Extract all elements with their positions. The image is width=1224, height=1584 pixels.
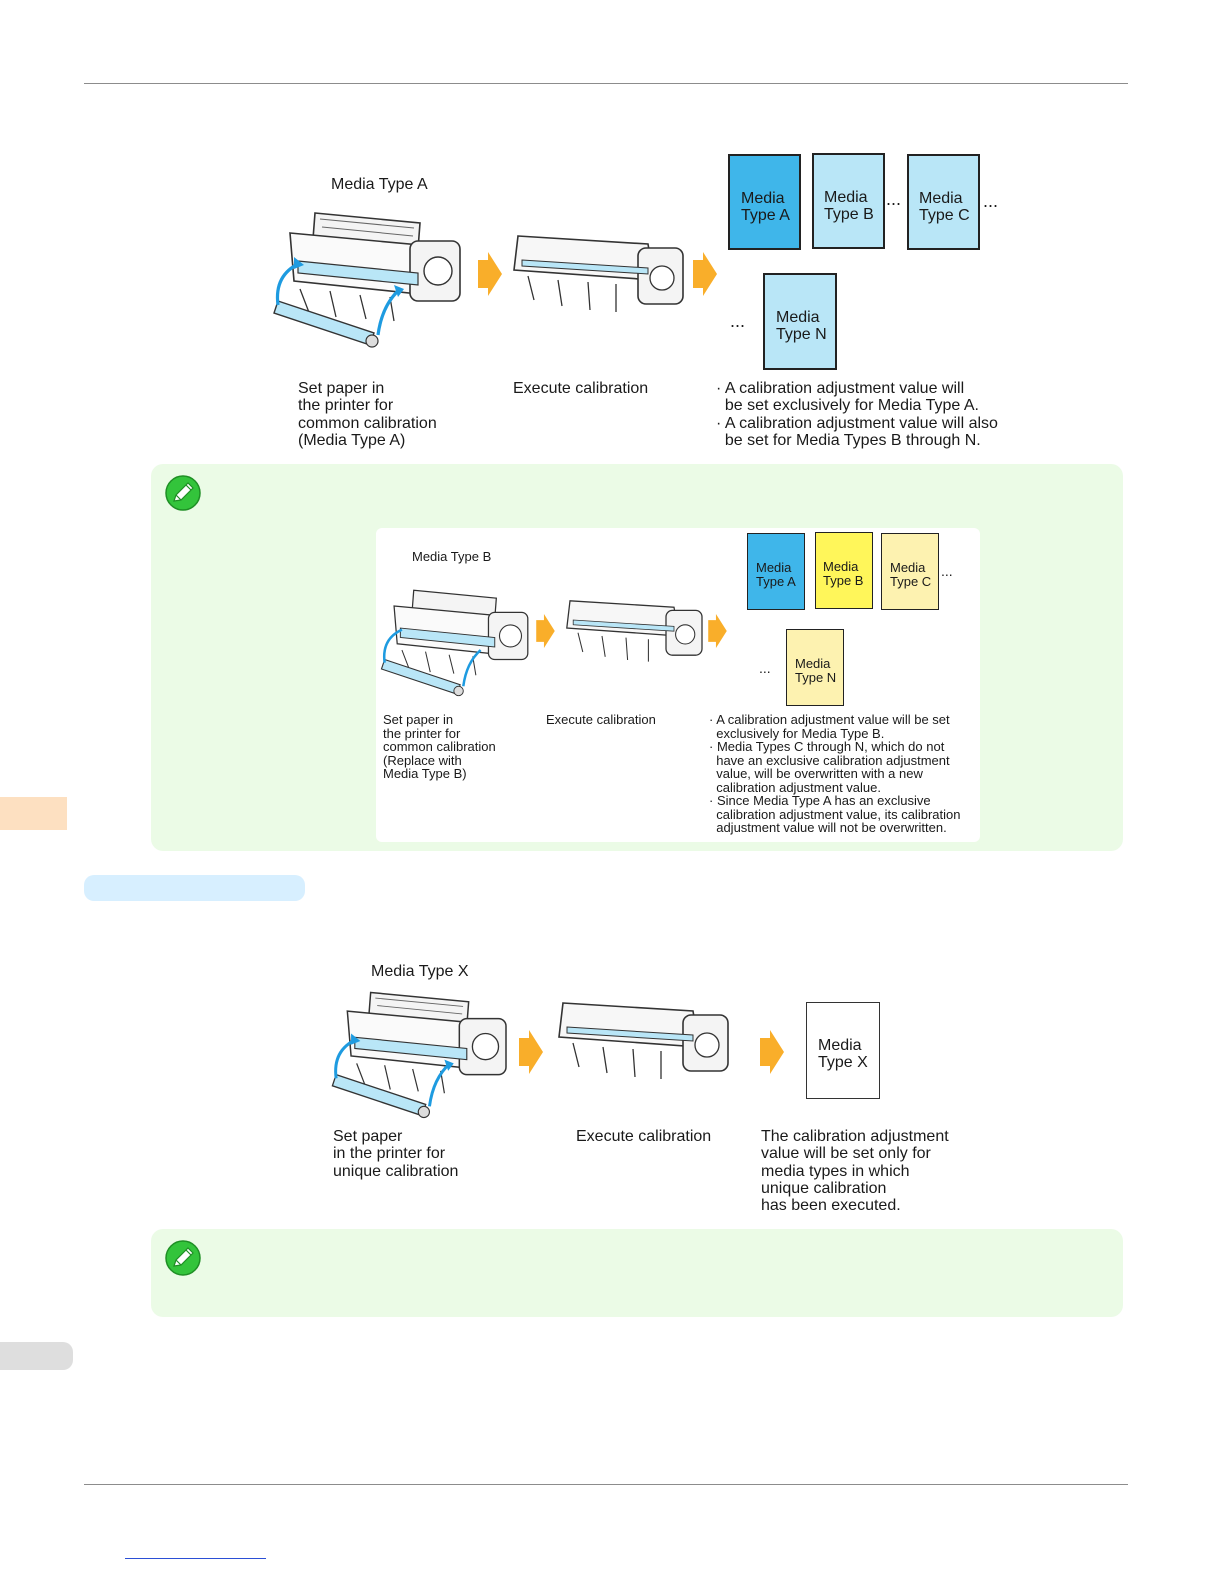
fig1-result-caption: · A calibration adjustment value will be… [716,380,998,449]
note1-arrow-2 [708,614,727,648]
side-page-tab[interactable] [0,1342,73,1370]
pencil-note-icon [165,475,201,511]
note1-step2-caption: Execute calibration [546,712,656,727]
fig1-ellipsis-1: ... [886,189,902,209]
fig2-step2-caption: Execute calibration [576,1128,712,1145]
fig1-printer-loading-icon [273,212,461,348]
fig1-card-media-type-a: Media Type A [728,154,801,250]
fig2-printer-calibration-icon [558,1002,729,1079]
footer-link-underline[interactable] [125,1558,266,1559]
note1-card-media-type-n: Media Type N [786,629,844,706]
note1-ellipsis-2: ... [759,660,771,676]
fig1-card-media-type-c: Media Type C [907,154,980,250]
note1-card-media-type-b: Media Type B [815,532,873,609]
fig1-printer-calibration-icon [513,235,684,312]
note1-ellipsis-1: ... [941,563,953,579]
pencil-note-icon [165,1240,201,1276]
fig2-printer-loading-icon [331,991,507,1119]
note-box-2 [151,1229,1123,1317]
note1-figure-panel: Media Type B Media Type A Me [376,528,980,842]
fig2-arrow-2 [760,1030,784,1074]
note1-arrow-1 [536,614,555,648]
fig1-ellipsis-2: ... [983,191,999,211]
fig1-media-label: Media Type A [331,176,428,193]
fig1-card-media-type-b: Media Type B [812,153,885,249]
header-rule [84,83,1128,84]
note1-printer-loading-icon [380,589,529,697]
note1-result-caption: · A calibration adjustment value will be… [709,712,961,836]
note-box-1: Media Type B Media Type A Me [151,464,1123,851]
section-heading-pill [84,875,305,901]
fig1-step1-caption: Set paper in the printer for common cali… [298,380,437,449]
fig1-card-media-type-n: Media Type N [763,273,837,370]
note1-step1-caption: Set paper in the printer for common cali… [383,712,496,782]
fig2-step1-caption: Set paper in the printer for unique cali… [333,1128,459,1180]
footer-rule [84,1484,1128,1485]
side-chapter-tab[interactable] [0,797,67,830]
fig2-arrow-1 [519,1030,543,1074]
note1-printer-calibration-icon [566,600,703,662]
note1-media-label: Media Type B [412,549,492,564]
note1-card-media-type-a: Media Type A [747,533,805,610]
fig1-arrow-2 [693,252,717,296]
note1-card-media-type-c: Media Type C [881,533,939,610]
fig2-card-media-type-x: Media Type X [806,1002,880,1099]
fig2-result-caption: The calibration adjustment value will be… [761,1128,949,1215]
fig1-arrow-1 [478,252,502,296]
fig1-ellipsis-3: ... [730,311,746,331]
fig1-step2-caption: Execute calibration [513,380,649,397]
fig2-media-label: Media Type X [371,963,469,980]
